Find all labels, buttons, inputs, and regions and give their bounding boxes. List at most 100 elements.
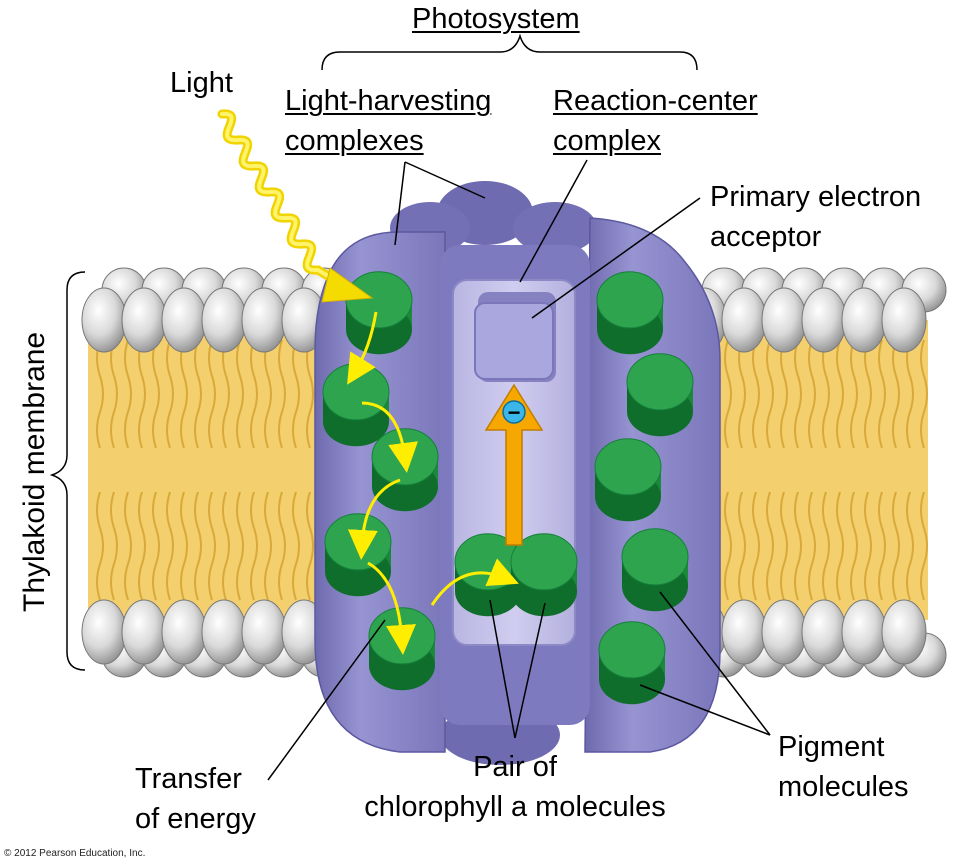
lipid-tail (208, 339, 216, 449)
lipid-head (761, 599, 807, 665)
lipid-head (201, 599, 247, 665)
lipid-tail (278, 491, 286, 601)
lipid-tail (850, 339, 858, 449)
light-ray (205, 98, 374, 303)
lipid-head (161, 287, 207, 353)
pigment-molecule-right-4 (621, 528, 689, 612)
lipid-tail (766, 491, 774, 601)
leader-pigment-1 (659, 591, 771, 736)
lipid-tail (138, 339, 146, 449)
lipid-head (801, 599, 847, 665)
lipid-tail (920, 339, 928, 449)
rcc-label-line1: Reaction-center (553, 85, 758, 117)
pigment-molecule-left-3 (371, 428, 439, 512)
lipid-tail (808, 339, 816, 449)
lipid-head (121, 287, 167, 353)
lipid-tail (892, 491, 900, 601)
photosystem-bracket (321, 33, 698, 71)
lipid-tail (738, 491, 746, 601)
lipid-tail (822, 491, 830, 601)
lipid-tail (794, 491, 802, 601)
leader-transfer (267, 619, 386, 781)
thylakoid-label: Thylakoid membrane (18, 331, 51, 612)
pigment-label-line1: Pigment (778, 731, 885, 763)
lipid-tail (138, 491, 146, 601)
leader-lhc-left (394, 161, 406, 246)
electron-arrow-shape (484, 383, 544, 546)
lipid-tail (906, 491, 914, 601)
lipid-tail (166, 491, 174, 601)
photosystem-title: Photosystem (412, 3, 580, 35)
lipid-tail (306, 491, 314, 601)
lipid-head (81, 287, 127, 353)
lipid-tail (292, 339, 300, 449)
lipid-tail (180, 339, 188, 449)
energy-arrow-5 (430, 558, 519, 606)
leader-pair-2 (514, 602, 546, 739)
transfer-label-line2: of energy (135, 803, 256, 835)
lipid-tail (222, 491, 230, 601)
lipid-tail (264, 491, 272, 601)
pigment-molecule-left-5 (368, 607, 436, 691)
lipid-tail (752, 339, 760, 449)
lipid-tail (738, 339, 746, 449)
leader-lines (267, 159, 771, 781)
pigment-molecule-right-1 (596, 271, 664, 355)
lipid-tail (194, 339, 202, 449)
pea-label-line2: acceptor (710, 221, 822, 253)
lipid-head (201, 287, 247, 353)
lipid-tail (152, 491, 160, 601)
lipid-tail (752, 491, 760, 601)
lipid-tail (96, 339, 104, 449)
lipid-tail (152, 339, 160, 449)
lipid-tail (822, 339, 830, 449)
thylakoid-bracket (49, 271, 86, 671)
transfer-label-line1: Transfer (135, 763, 242, 795)
lipid-head (761, 287, 807, 353)
lipid-head (801, 287, 847, 353)
light-label: Light (170, 67, 233, 99)
lipid-tail (96, 491, 104, 601)
lipid-head (121, 599, 167, 665)
lipid-head (841, 599, 887, 665)
lipid-tail (166, 339, 174, 449)
lipid-head (81, 599, 127, 665)
lipid-tail (124, 491, 132, 601)
lipid-tail (306, 339, 314, 449)
lipid-tail (250, 339, 258, 449)
pair-label-line2: chlorophyll a molecules (364, 791, 666, 823)
electron-transfer-arrow: − (484, 383, 544, 546)
lipid-tail (850, 491, 858, 601)
lipid-tail (920, 491, 928, 601)
top-lobe-right (513, 202, 597, 254)
lipid-tail (110, 491, 118, 601)
light-wave-highlight (220, 111, 340, 284)
pigment-molecule-right-2 (626, 353, 694, 437)
lipid-tail (794, 339, 802, 449)
lhc-label-line2: complexes (285, 125, 424, 157)
lipid-tail (124, 339, 132, 449)
lipid-tail (780, 339, 788, 449)
lipid-tail (292, 491, 300, 601)
pea-label-line1: Primary electron (710, 181, 922, 213)
leader-rcc (519, 159, 588, 283)
lipid-tail (864, 491, 872, 601)
pigment-molecule-left-1 (345, 271, 413, 355)
lipid-tail (180, 491, 188, 601)
light-arrowhead (321, 267, 374, 303)
pigment-molecule-left-4 (324, 513, 392, 597)
lipid-tail (236, 339, 244, 449)
lipid-tail (906, 339, 914, 449)
pigment-molecule-right-5 (598, 621, 666, 705)
lhc-label-line1: Light-harvesting (285, 85, 492, 117)
lipid-head (841, 287, 887, 353)
electron-icon (502, 400, 526, 424)
lipid-tail (724, 339, 732, 449)
lipid-head (881, 287, 927, 353)
lipid-tail (780, 491, 788, 601)
pigment-molecule-right-3 (594, 438, 662, 522)
lipid-tail (864, 339, 872, 449)
primary-electron-acceptor (474, 302, 554, 380)
lipid-tail (836, 491, 844, 601)
